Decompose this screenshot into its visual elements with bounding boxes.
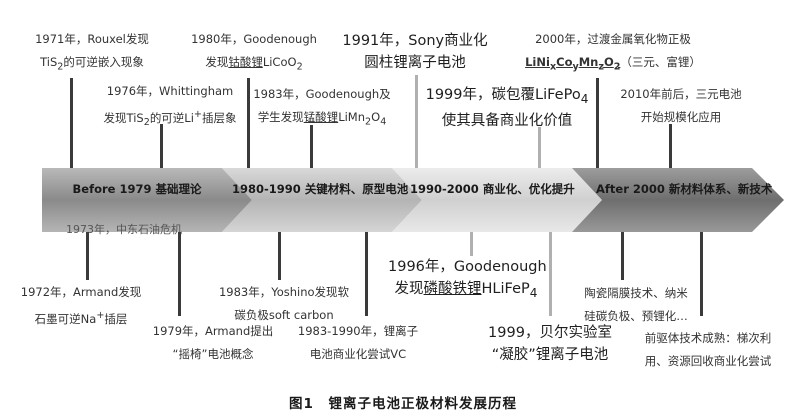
- event-1991-sony: 1991年，Sony商业化 圆柱锂离子电池: [342, 33, 488, 71]
- connector-1972: [86, 232, 89, 280]
- connector-1971: [70, 78, 73, 168]
- connector-ceramic: [621, 232, 624, 280]
- event-1980: 1980年，Goodenough 发现钴酸锂LiCoO2: [191, 32, 317, 73]
- connector-1999c: [538, 127, 541, 168]
- stage-2-label: 1980-1990 关键材料、原型电池: [232, 182, 409, 196]
- event-1983-yoshino: 1983年，Yoshino发现软 碳负极soft carbon: [218, 285, 350, 322]
- connector-2000: [596, 78, 599, 168]
- event-1983-goodenough: 1983年，Goodenough及 学生发现锰酸锂LiMn2O4: [253, 87, 391, 128]
- event-1972: 1972年，Armand发现 石墨可逆Na+插层: [20, 285, 142, 326]
- stage-1-label: Before 1979 基础理论: [72, 182, 202, 196]
- event-1999-carbon-coating: 1999年，碳包覆LiFePo4 使其具备商业化价值: [425, 87, 589, 129]
- stage-3-arrow: [392, 168, 602, 232]
- event-1996-goodenough: 1996年，Goodenough 发现磷酸铁锂HLiFeP4: [388, 259, 547, 300]
- stage-4-label: After 2000 新材料体系、新技术: [596, 182, 773, 196]
- connector-1980: [247, 78, 250, 168]
- event-1983-1990: 1983-1990年，锂离子 电池商业化尝试VC: [297, 324, 419, 361]
- connector-1976: [160, 124, 163, 168]
- connector-1983s: [365, 232, 368, 316]
- connector-2010: [669, 124, 672, 168]
- connector-1979: [178, 232, 181, 316]
- oil-crisis-note: 1973年，中东石油危机: [66, 223, 182, 236]
- event-1971: 1971年，Rouxel发现 TiS2的可逆嵌入现象: [35, 32, 149, 73]
- stage-1-arrow: [42, 168, 252, 232]
- event-precursor-tech: 前驱体技术成熟：梯次利 用、资源回收商业化尝试: [644, 331, 772, 368]
- figure-caption: 图1 锂离子电池正极材料发展历程: [289, 396, 517, 412]
- event-1979: 1979年，Armand提出 “摇椅”电池概念: [152, 324, 274, 361]
- connector-1996: [470, 232, 473, 256]
- connector-1991: [415, 75, 418, 168]
- stage-2-arrow: [222, 168, 422, 232]
- stage-3-label: 1990-2000 商业化、优化提升: [410, 182, 575, 196]
- event-ceramic-separator: 陶瓷隔膜技术、纳米 硅碳负极、预锂化…: [584, 286, 688, 323]
- connector-precursor: [700, 232, 703, 316]
- event-2000: 2000年，过渡金属氧化物正极 LiNixCoyMnzO2（三元、富锂）: [525, 32, 701, 73]
- event-1976: 1976年，Whittingham 发现TiS2的可逆Li+插层象: [103, 84, 237, 129]
- connector-1999b: [549, 232, 552, 316]
- event-1999-bell-labs: 1999，贝尔实验室 “凝胶”锂离子电池: [488, 325, 612, 363]
- stage-4-arrow: [572, 168, 784, 232]
- connector-1983g: [310, 125, 313, 168]
- connector-1983y: [278, 232, 281, 280]
- event-2010: 2010年前后，三元电池 开始规模化应用: [620, 87, 742, 124]
